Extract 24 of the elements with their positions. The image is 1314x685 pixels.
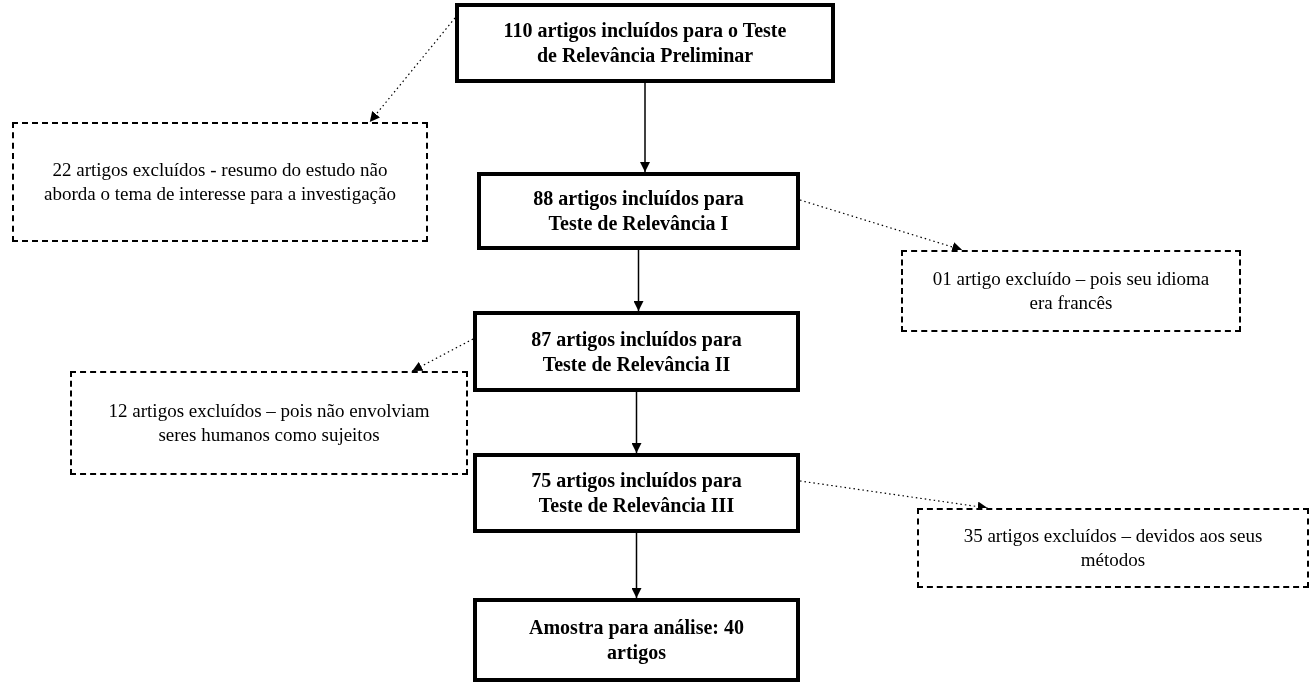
box-text: 110 artigos incluídos para o Teste de Relevância Preliminar: [502, 18, 788, 68]
process-box: [473, 453, 800, 533]
box-text: Amostra para análise: 40 artigos: [528, 615, 745, 665]
process-box: [473, 598, 800, 682]
box-text: 35 artigos excluídos – devidos aos seus métodos: [962, 524, 1264, 572]
arrow: [631, 532, 642, 599]
dotted-arrow: [369, 17, 456, 123]
box-text: 12 artigos excluídos – pois não envolviam seres humanos como sujeitos: [107, 399, 431, 447]
box-text: 88 artigos incluídos para Teste de Relevância I: [532, 186, 745, 236]
process-box: [473, 311, 800, 392]
box-text: 87 artigos incluídos para Teste de Relevância II: [530, 326, 743, 377]
box-text: 75 artigos incluídos para Teste de Relevância III: [530, 468, 743, 518]
exclusion-box: [901, 250, 1241, 332]
arrow: [633, 249, 644, 312]
box-text: 22 artigos excluídos - resumo do estudo não aborda o tema de interesse para a investigação: [43, 158, 397, 206]
exclusion-box: [12, 122, 428, 242]
process-box: [455, 3, 835, 83]
exclusion-box: [70, 371, 468, 475]
exclusion-box: [917, 508, 1309, 588]
dotted-arrow: [411, 338, 474, 372]
arrow: [631, 391, 642, 454]
box-text: 01 artigo excluído – pois seu idioma era francês: [931, 267, 1211, 315]
arrow: [640, 82, 650, 173]
process-box: [477, 172, 800, 250]
